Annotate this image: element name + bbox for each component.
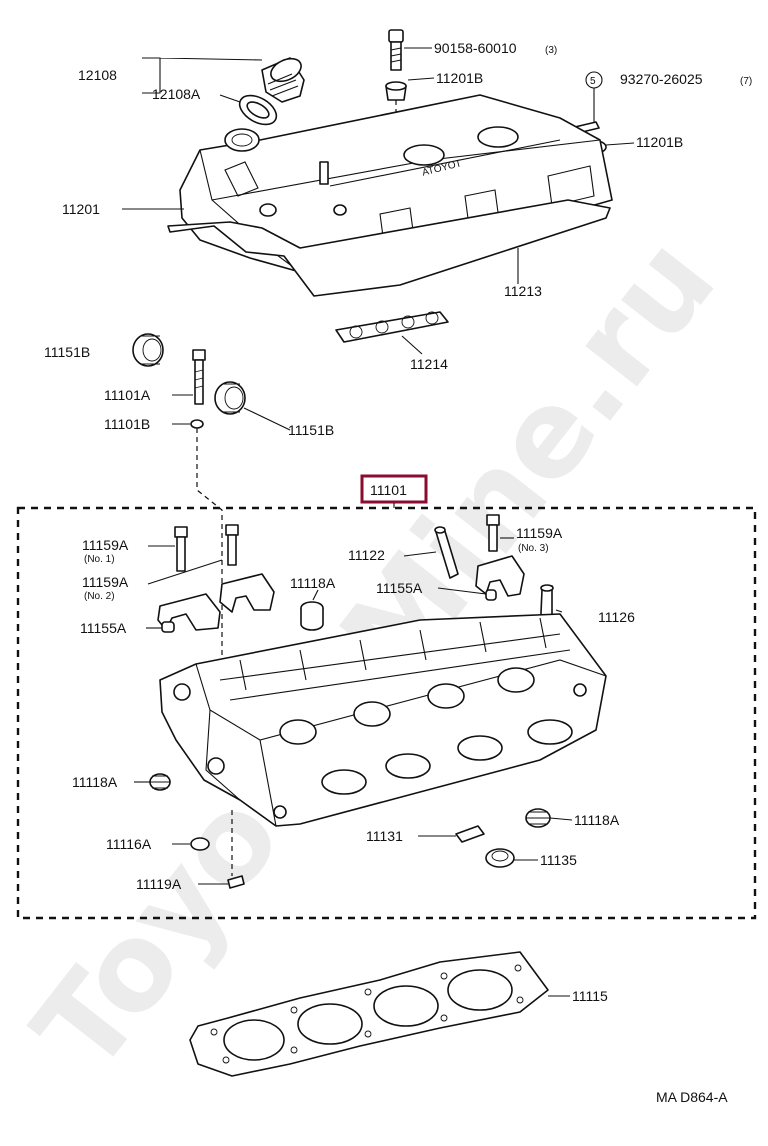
leader-11155A-right: [437, 587, 487, 595]
label-ref-5: 5: [590, 76, 596, 87]
label-93270-qty: (7): [740, 76, 752, 87]
label-11118A-top: 11118A: [290, 575, 336, 591]
oil-seal-11151B-right: [214, 381, 246, 415]
leader-11118A-right: [549, 817, 573, 821]
leader-12108A: [219, 94, 241, 103]
label-11201B-right: 11201B: [636, 134, 683, 150]
part-11131: [455, 825, 485, 843]
plug-11118A-top: [300, 601, 324, 631]
bolt-11159A-no1: [174, 526, 188, 572]
label-11159A-no1-sub: (No. 1): [84, 554, 115, 565]
label-90158: 90158-60010: [434, 40, 517, 56]
label-11101B: 11101B: [104, 416, 150, 432]
label-11159A-no3-sub: (No. 3): [518, 543, 549, 554]
washer-11101B: [190, 419, 204, 429]
head-gasket-11115: [189, 951, 549, 1077]
leader-11214: [401, 335, 423, 355]
bolt-11159A-no2: [225, 524, 239, 566]
oil-seal-11151B-left: [132, 333, 164, 367]
cap-gasket: [238, 94, 278, 126]
label-11119A: 11119A: [136, 876, 182, 892]
label-12108: 12108: [78, 67, 117, 83]
label-11151B-right: 11151B: [288, 422, 334, 438]
plug-guide-dash: [196, 428, 223, 690]
label-90158-qty: (3): [545, 45, 557, 56]
label-11201: 11201: [62, 201, 100, 217]
assembly-boundary: [16, 506, 757, 920]
label-11159A-no3: 11159A: [516, 525, 563, 541]
label-11115: 11115: [572, 988, 608, 1004]
label-11122: 11122: [348, 547, 385, 563]
grommet-11201B-top: [385, 81, 407, 101]
label-11155A-right: 11155A: [376, 580, 423, 596]
label-11151B-left: 11151B: [44, 344, 90, 360]
plug-11118A-right: [525, 808, 551, 828]
cylinder-head-body: [159, 613, 607, 827]
label-11159A-no2-sub: (No. 2): [84, 591, 115, 602]
cover-gasket-11213: [167, 199, 611, 297]
leader-11122: [403, 551, 437, 557]
pin-11155A-left: [161, 621, 175, 633]
bearing-cap-right: [475, 555, 525, 597]
tube-gasket-11214: [335, 311, 449, 343]
leader-11201B-top: [407, 77, 435, 81]
pin-11155A-right: [485, 589, 497, 601]
highlight-box-11101: [360, 474, 428, 504]
label-11159A-no2: 11159A: [82, 574, 129, 590]
bolt-11159A-no3: [486, 514, 500, 552]
bearing-cap-middle: [219, 573, 275, 613]
plug-11101A: [192, 349, 206, 405]
leader-11151B-right: [243, 407, 291, 431]
figure-code: MA D864-A: [656, 1089, 728, 1105]
label-11131: 11131: [366, 828, 403, 844]
leader-11201B-right: [605, 142, 635, 146]
label-11101: 11101: [370, 482, 407, 498]
leader-11118A-top: [312, 589, 319, 601]
label-11213: 11213: [504, 283, 542, 299]
label-11159A-no1: 11159A: [82, 537, 129, 553]
leader-11126: [555, 609, 563, 613]
label-93270: 93270-26025: [620, 71, 703, 87]
plug-11118A-left: [149, 773, 171, 791]
plug-11116A: [190, 837, 210, 851]
leader-11159A-no2: [147, 559, 223, 585]
oil-filler-cap: [261, 57, 305, 103]
seal-11135: [485, 848, 515, 868]
label-11101A: 11101A: [104, 387, 151, 403]
label-11214: 11214: [410, 356, 448, 372]
label-11116A: 11116A: [106, 836, 152, 852]
label-11118A-left: 11118A: [72, 774, 118, 790]
cover-bolt-90158: [388, 29, 404, 71]
label-11135: 11135: [540, 852, 577, 868]
label-11126: 11126: [598, 609, 635, 625]
label-11118A-right: 11118A: [574, 812, 620, 828]
label-11201B-top: 11201B: [436, 70, 483, 86]
label-11155A-left: 11155A: [80, 620, 127, 636]
tube-11122: [434, 526, 459, 579]
label-12108A: 12108A: [152, 86, 201, 102]
pin-11119A: [227, 875, 245, 889]
leader-12108: [142, 57, 263, 94]
